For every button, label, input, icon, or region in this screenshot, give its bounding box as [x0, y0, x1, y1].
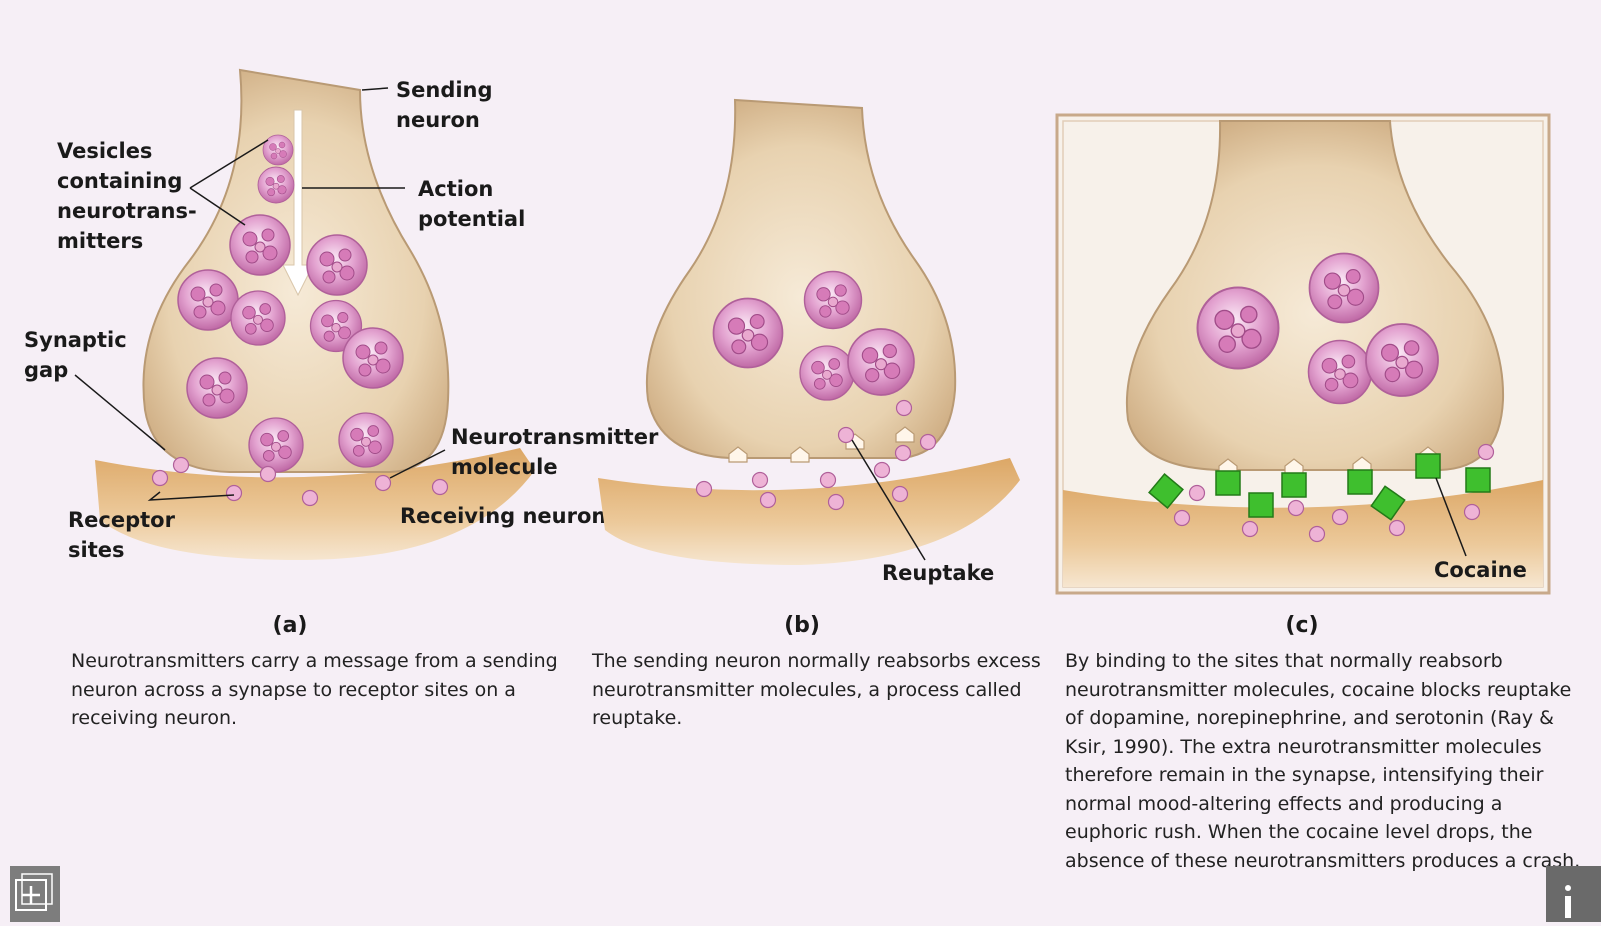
neurotransmitter-molecule — [1175, 511, 1190, 526]
neurotransmitter-molecule — [697, 482, 712, 497]
vesicle — [714, 299, 783, 368]
vesicles-label-4: mitters — [57, 229, 143, 253]
vesicle — [800, 346, 854, 400]
neurotransmitter-molecule-label-2: molecule — [451, 455, 558, 479]
neurotransmitter-molecule — [303, 491, 318, 506]
svg-text:Neurotransmitter molecul: Neurotransmitter molecule — [451, 425, 666, 479]
info-button[interactable] — [1546, 866, 1601, 922]
neurotransmitter-molecule — [261, 467, 276, 482]
caption-b: The sending neuron normally reabsorbs ex… — [592, 647, 1042, 733]
vesicle — [805, 272, 862, 329]
vesicles-label-1: Vesicles — [57, 139, 152, 163]
neurotransmitter-molecule-label-1: Neurotransmitter — [451, 425, 659, 449]
neurotransmitter-molecule — [153, 471, 168, 486]
cocaine-molecule — [1282, 473, 1306, 497]
cocaine-molecule — [1249, 493, 1273, 517]
receptor-sites-label-2: sites — [68, 538, 124, 562]
neurotransmitter-molecule — [1243, 522, 1258, 537]
info-icon — [1546, 866, 1601, 922]
cocaine-label: Cocaine — [1434, 558, 1527, 582]
neurotransmitter-molecule — [1390, 521, 1405, 536]
caption-a: Neurotransmitters carry a message from a… — [71, 647, 576, 733]
vesicle — [1366, 324, 1438, 396]
neurotransmitter-molecule — [376, 476, 391, 491]
vesicle — [258, 167, 294, 203]
receiving-neuron-label: Receiving neuron — [400, 504, 606, 528]
vesicles-label-3: neurotrans- — [57, 199, 197, 223]
synaptic-gap-label-2: gap — [24, 358, 68, 382]
vesicle — [848, 329, 914, 395]
sending-neuron-label-2: neuron — [396, 108, 480, 132]
neurotransmitter-molecule — [893, 487, 908, 502]
neurotransmitter-molecule — [433, 480, 448, 495]
caption-c: By binding to the sites that normally re… — [1065, 647, 1590, 875]
vesicle — [231, 291, 285, 345]
neurotransmitter-molecule — [839, 428, 854, 443]
neurotransmitter-molecule — [921, 435, 936, 450]
vesicle — [178, 270, 238, 330]
vesicle — [1309, 341, 1372, 404]
plus-square-icon — [10, 866, 60, 922]
cocaine-molecule — [1416, 454, 1440, 478]
neurotransmitter-molecule — [896, 446, 911, 461]
cocaine-molecule — [1466, 468, 1490, 492]
sending-neuron-label-1: Sending — [396, 78, 493, 102]
vesicle — [307, 235, 367, 295]
vesicle — [1198, 288, 1279, 369]
action-potential-label-1: Action — [418, 177, 493, 201]
neurotransmitter-molecule — [829, 495, 844, 510]
neurotransmitter-molecule — [753, 473, 768, 488]
panel-b-letter: (b) — [784, 613, 820, 638]
svg-text:Vesicles containing: Vesicles containing neurotrans- mitters — [57, 139, 204, 253]
reuptake-label: Reuptake — [882, 561, 994, 585]
neurotransmitter-molecule — [174, 458, 189, 473]
receiving-neuron-b — [598, 458, 1020, 565]
neurotransmitter-molecule — [1479, 445, 1494, 460]
synaptic-gap-label-1: Synaptic — [24, 328, 127, 352]
neurotransmitter-molecule — [897, 401, 912, 416]
neurotransmitter-molecule — [1465, 505, 1480, 520]
vesicle — [187, 358, 247, 418]
vesicle — [339, 413, 393, 467]
neurotransmitter-molecule — [821, 473, 836, 488]
cocaine-molecule — [1348, 470, 1372, 494]
vesicle — [1310, 254, 1379, 323]
neurotransmitter-molecule — [1289, 501, 1304, 516]
panel-b: Reuptake (b) — [598, 100, 1020, 638]
neurotransmitter-molecule — [227, 486, 242, 501]
vesicle — [249, 418, 303, 472]
panel-a: Vesicles containing neurotrans- mitters … — [24, 70, 666, 638]
neurotransmitter-molecule — [1310, 527, 1325, 542]
neurotransmitter-molecule — [875, 463, 890, 478]
vesicle — [230, 215, 290, 275]
expand-button[interactable] — [10, 866, 60, 922]
svg-text:Action potential: Action potential — [418, 177, 525, 231]
svg-text:Sending neuron: Sending neuron — [396, 78, 500, 132]
cocaine-molecule — [1216, 471, 1240, 495]
svg-text:Synaptic gap: Synaptic gap — [24, 328, 134, 382]
panel-c-letter: (c) — [1285, 613, 1318, 638]
action-potential-label-2: potential — [418, 207, 525, 231]
vesicles-label-2: containing — [57, 169, 182, 193]
neurotransmitter-molecule — [1190, 486, 1205, 501]
neurotransmitter-molecule — [1333, 510, 1348, 525]
panel-a-letter: (a) — [273, 613, 308, 638]
receptor-sites-label-1: Receptor — [68, 508, 176, 532]
neurotransmitter-molecule — [761, 493, 776, 508]
vesicle — [343, 328, 403, 388]
panel-c: Cocaine (c) — [1057, 115, 1549, 638]
